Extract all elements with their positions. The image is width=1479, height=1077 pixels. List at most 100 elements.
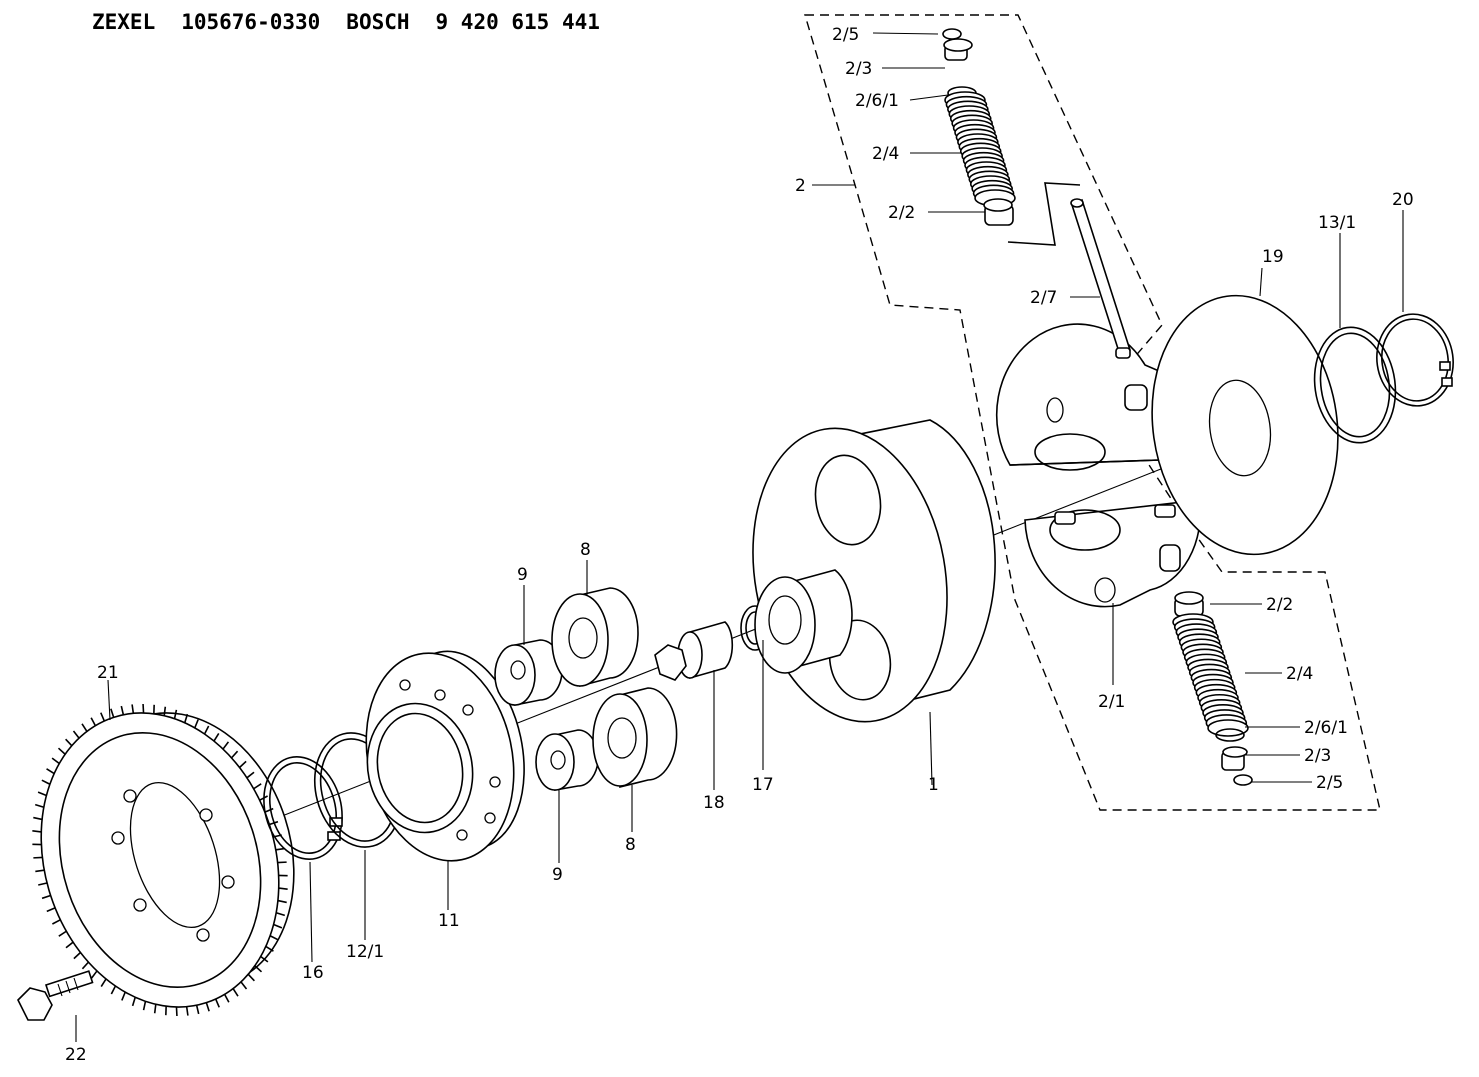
gear-tooth [90, 717, 97, 727]
gear-tooth [120, 705, 125, 715]
gear-tooth [253, 783, 262, 790]
gear-tooth [173, 709, 178, 719]
label-2-2-lower: 2/2 [1266, 595, 1293, 615]
gear-tooth [46, 768, 55, 775]
label-1: 1 [928, 775, 939, 795]
gear-tooth [81, 723, 88, 732]
label-8-lower: 8 [625, 835, 636, 855]
gear-tooth [65, 941, 74, 949]
gear-tooth [275, 911, 286, 917]
gear-tooth [57, 747, 66, 755]
gear-tooth [35, 869, 45, 873]
part-8-roller-upper [551, 587, 639, 688]
label-8-upper: 8 [580, 540, 591, 560]
bosch-part-number: 9 420 615 441 [435, 10, 600, 34]
label-19: 19 [1262, 247, 1284, 267]
gear-tooth [247, 973, 255, 982]
part-9-bushing-lower [535, 729, 599, 791]
gear-tooth [223, 993, 230, 1003]
gear-tooth [110, 708, 115, 718]
gear-tooth [238, 760, 247, 769]
gear-tooth [100, 712, 106, 722]
gear-tooth [33, 816, 43, 821]
zexel-part-number: 105676-0330 [181, 10, 321, 34]
spring-stack-upper [942, 28, 1016, 226]
label-2-5-upper: 2/5 [832, 25, 859, 45]
gear-tooth [81, 961, 90, 970]
gear-tooth [65, 738, 73, 747]
part-1-housing [752, 419, 996, 723]
gear-tooth [52, 919, 61, 925]
assembly-2-boundary [804, 14, 1381, 811]
label-2-7: 2/7 [1030, 288, 1057, 308]
gear-tooth [185, 1006, 189, 1016]
gear-tooth [142, 1001, 147, 1011]
brand-bosch: BOSCH [346, 10, 410, 34]
label-9-lower: 9 [552, 865, 563, 885]
gear-tooth [51, 757, 60, 765]
label-9-upper: 9 [517, 565, 528, 585]
label-12-1: 12/1 [346, 942, 384, 962]
gear-tooth [131, 997, 137, 1007]
gear-tooth [37, 791, 47, 797]
part-18-sleeve [654, 621, 734, 681]
gear-tooth [34, 803, 45, 809]
label-2: 2 [795, 176, 806, 196]
part-19-disc [1151, 294, 1339, 556]
gear-tooth [230, 750, 239, 759]
label-2-4-upper: 2/4 [872, 144, 899, 164]
label-13-1: 13/1 [1318, 213, 1356, 233]
gear-tooth [205, 1002, 210, 1012]
gear-tooth [260, 955, 269, 963]
gear-tooth [277, 899, 287, 904]
gear-tooth [269, 935, 279, 941]
gear-tooth [72, 730, 80, 739]
label-17: 17 [752, 775, 774, 795]
label-2-5-lower: 2/5 [1316, 773, 1343, 793]
part-21-gear [32, 703, 295, 1017]
gear-tooth [32, 830, 42, 833]
gear-tooth [41, 779, 51, 785]
part-2-7-pin [1007, 182, 1131, 359]
spring-2-4-upper [944, 91, 1016, 207]
label-18: 18 [703, 793, 725, 813]
label-2-6-1-lower: 2/6/1 [1304, 718, 1348, 738]
label-16: 16 [302, 963, 324, 983]
gear-tooth [183, 713, 189, 723]
spring-coil [1207, 719, 1249, 737]
gear-tooth [213, 733, 220, 742]
label-2-2-upper: 2/2 [888, 203, 915, 223]
gear-tooth [131, 704, 135, 714]
label-2-1: 2/1 [1098, 692, 1125, 712]
gear-tooth [222, 741, 230, 750]
label-2-3-lower: 2/3 [1304, 746, 1331, 766]
gear-tooth [195, 1005, 200, 1015]
label-2-3-upper: 2/3 [845, 59, 872, 79]
gear-tooth [41, 894, 51, 900]
gear-tooth [153, 1004, 157, 1014]
spring-2-4-lower [1172, 613, 1249, 737]
gear-tooth [58, 930, 67, 937]
gear-tooth [38, 882, 48, 886]
gear-tooth [46, 907, 56, 913]
part-13-1-shim [1313, 326, 1397, 444]
gear-tooth [240, 981, 248, 990]
leader-lines [75, 32, 1404, 1042]
gear-tooth [194, 719, 199, 729]
gear-tooth [73, 951, 82, 960]
spring-stack-lower [1172, 591, 1253, 786]
gear-tooth [121, 991, 126, 1001]
part-labels: 2/5 2/3 2/6/1 2/4 2 2/2 2/7 19 13/1 20 2… [65, 25, 1414, 1065]
gear-tooth [203, 725, 210, 735]
gear-tooth [246, 771, 255, 779]
gear-tooth [163, 706, 167, 716]
gear-tooth [264, 807, 274, 813]
part-2-1-flyweight-lower [1024, 499, 1202, 608]
gear-tooth [100, 978, 107, 987]
label-22: 22 [65, 1045, 87, 1065]
part-20-circlip [1376, 313, 1454, 407]
gear-tooth [278, 887, 288, 890]
gear-tooth [90, 970, 98, 979]
